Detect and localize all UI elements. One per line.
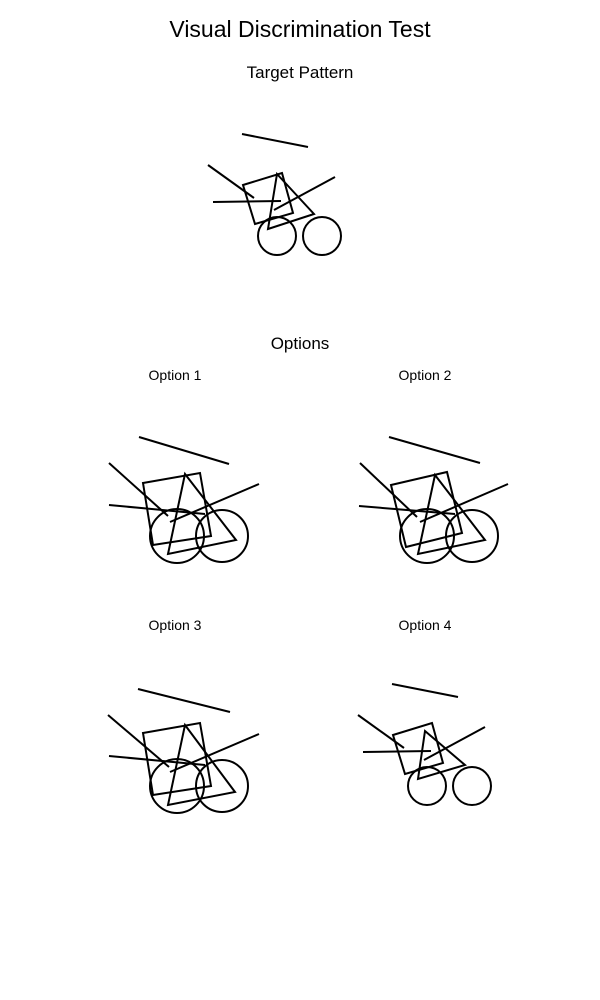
page-title: Visual Discrimination Test	[169, 16, 431, 42]
circle-shape	[302, 216, 342, 256]
line-segment	[273, 176, 336, 211]
circle-shape	[399, 508, 455, 564]
line-segment	[137, 688, 231, 713]
option-4-button[interactable]	[350, 650, 520, 820]
option-3-label: Option 3	[148, 617, 202, 633]
circle-shape	[149, 758, 205, 814]
line-segment	[419, 483, 509, 523]
option-4-label: Option 4	[398, 617, 452, 633]
options-heading: Options	[270, 334, 330, 353]
line-segment	[107, 714, 170, 768]
circle-shape	[257, 216, 297, 256]
square-shape	[141, 721, 213, 797]
circle-shape	[407, 766, 447, 806]
square-shape	[391, 721, 445, 776]
line-segment	[391, 683, 459, 698]
circle-shape	[445, 509, 499, 563]
option-1-button[interactable]	[100, 400, 270, 570]
line-segment	[212, 200, 282, 203]
circle-shape	[452, 766, 492, 806]
line-segment	[388, 436, 481, 464]
line-segment	[108, 462, 169, 517]
square-shape	[241, 171, 295, 226]
circle-shape	[149, 508, 205, 564]
circle-shape	[195, 759, 249, 813]
option-4-pattern[interactable]	[357, 683, 492, 806]
target-pattern	[207, 133, 342, 256]
line-segment	[138, 436, 230, 465]
option-3-pattern[interactable]	[107, 688, 260, 814]
option-2-pattern[interactable]	[358, 436, 509, 564]
target-pattern-heading: Target Pattern	[246, 63, 354, 82]
option-2-button[interactable]	[350, 400, 520, 570]
line-segment	[359, 462, 418, 518]
triangle-shape	[266, 171, 316, 231]
square-shape	[141, 471, 213, 547]
option-1-label: Option 1	[148, 367, 202, 383]
line-segment	[169, 733, 260, 773]
option-2-label: Option 2	[398, 367, 452, 383]
triangle-shape	[416, 729, 468, 781]
line-segment	[241, 133, 309, 148]
line-segment	[207, 164, 255, 199]
line-segment	[169, 483, 260, 523]
option-1-pattern[interactable]	[108, 436, 260, 564]
line-segment	[362, 750, 432, 753]
option-3-button[interactable]	[100, 650, 270, 820]
line-segment	[423, 726, 486, 761]
circle-shape	[195, 509, 249, 563]
